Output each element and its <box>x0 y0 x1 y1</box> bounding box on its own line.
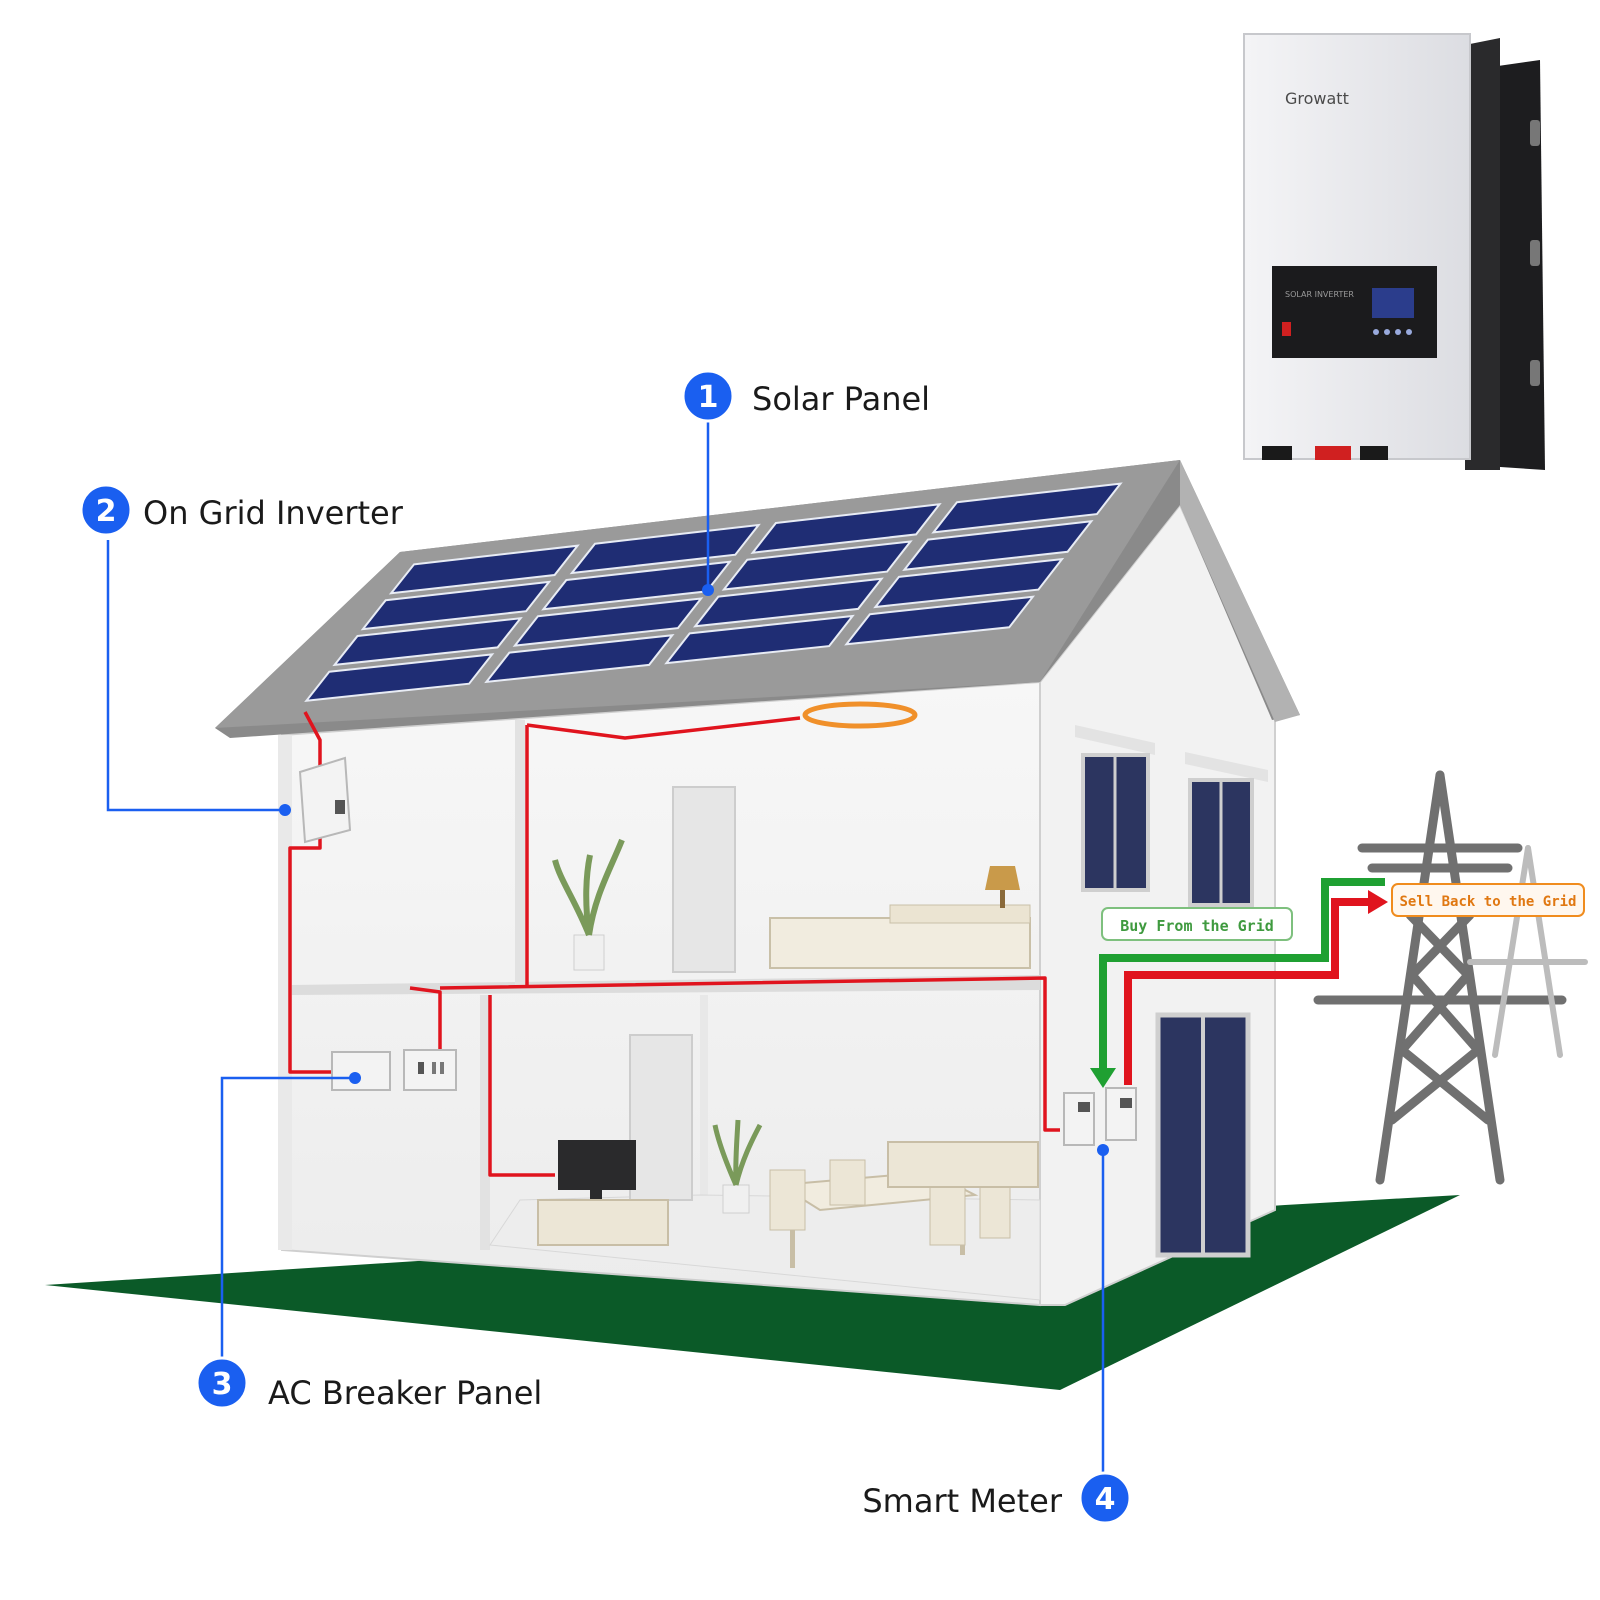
ceiling-light-icon <box>802 701 918 729</box>
sell-back-text: Sell Back to the Grid <box>1399 894 1576 910</box>
solar-panel-icon <box>692 577 884 628</box>
solar-panel-icon <box>569 523 761 575</box>
inverter-panel-text: SOLAR INVERTER <box>1285 290 1354 299</box>
sell-back-label: Sell Back to the Grid <box>1391 883 1585 917</box>
inverter-icon <box>298 756 352 844</box>
callout-4-badge <box>1078 1471 1132 1525</box>
callout-1-badge <box>681 369 735 423</box>
solar-panel-icon <box>750 503 942 554</box>
callout-2: 2 On Grid Inverter <box>79 483 404 537</box>
tv-icon <box>537 1140 669 1246</box>
house-wiring <box>288 711 1060 1177</box>
solar-panel-icon <box>664 614 855 665</box>
callout-2-badge <box>79 483 133 537</box>
callout-4-label: Smart Meter <box>862 1482 1063 1520</box>
callout-leaders <box>106 415 1105 1478</box>
inverter-lcd <box>1372 288 1414 318</box>
solar-panel-icon <box>484 633 675 684</box>
solar-panel-icon <box>360 580 552 631</box>
buy-from-grid-text: Buy From the Grid <box>1120 917 1274 935</box>
callout-anchor-dots <box>279 584 1109 1156</box>
growatt-inverter-photo: SOLAR INVERTER Growatt <box>1243 33 1545 470</box>
callout-1: 1 Solar Panel <box>681 369 930 423</box>
callout-4: 4 Smart Meter <box>862 1471 1132 1525</box>
solar-panel-icon <box>721 540 913 591</box>
callout-3-badge <box>195 1356 249 1410</box>
smart-meter-icon <box>1063 1087 1137 1146</box>
buy-flow-arrow <box>1090 878 1385 1088</box>
callout-1-label: Solar Panel <box>752 380 930 418</box>
buy-from-grid-label: Buy From the Grid <box>1101 907 1293 941</box>
callout-2-number: 2 <box>96 494 117 529</box>
lamp-icon <box>985 866 1020 908</box>
sell-flow-arrow <box>1124 890 1388 1085</box>
callout-1-number: 1 <box>698 380 719 415</box>
callout-3-number: 3 <box>212 1367 233 1402</box>
solar-panel-array <box>304 482 1123 702</box>
inverter-brand: Growatt <box>1285 89 1349 108</box>
power-pylon-icon-far <box>1467 845 1588 1058</box>
solar-panel-icon <box>873 557 1065 609</box>
solar-panel-icon <box>512 597 704 647</box>
solar-panel-icon <box>332 616 523 667</box>
breaker-panel-icon <box>331 1049 457 1091</box>
callout-2-label: On Grid Inverter <box>143 494 404 532</box>
solar-panel-icon <box>304 653 495 702</box>
solar-panel-icon <box>388 544 580 595</box>
plant-icon <box>552 838 625 971</box>
callout-3-label: AC Breaker Panel <box>268 1374 542 1412</box>
callout-4-number: 4 <box>1095 1482 1116 1517</box>
solar-panel-icon <box>902 520 1094 571</box>
house-windows <box>1075 725 1268 1258</box>
solar-panel-icon <box>844 595 1036 646</box>
solar-panel-icon <box>931 482 1123 534</box>
power-pylon-icon <box>1313 770 1567 1185</box>
plant-icon-2 <box>712 1119 763 1214</box>
callout-3: 3 AC Breaker Panel <box>195 1356 542 1412</box>
